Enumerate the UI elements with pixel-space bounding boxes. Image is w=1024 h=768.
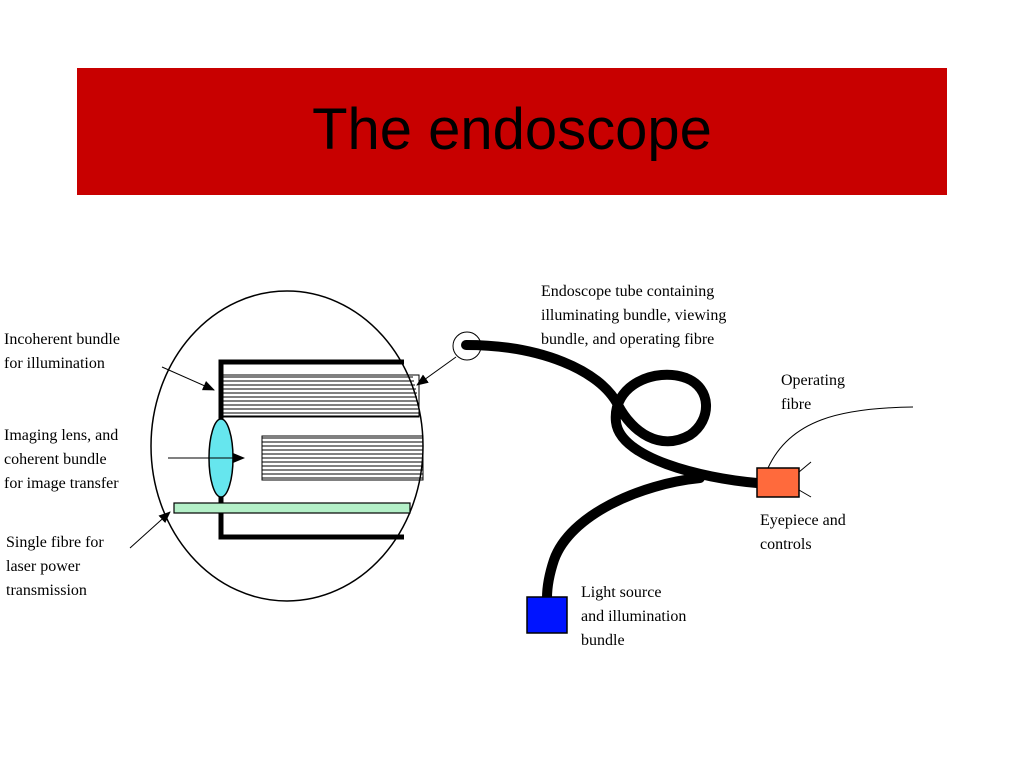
illumination-branch — [542, 473, 705, 603]
pointer-incoherent — [161, 366, 215, 391]
title-bar: The endoscope — [77, 68, 947, 195]
label-incoherent-bundle: Incoherent bundle for illumination — [4, 331, 120, 372]
light-source-box — [526, 596, 568, 634]
endoscope-overview — [416, 331, 914, 634]
endoscope-tube — [461, 340, 762, 488]
label-imaging-lens: Imaging lens, and coherent bundle for im… — [4, 427, 119, 492]
operating-fibre-line — [767, 406, 914, 469]
label-eyepiece: Eyepiece and controls — [760, 512, 846, 553]
label-single-fibre: Single fibre for laser power transmissio… — [6, 534, 104, 599]
eyepiece-box — [756, 467, 800, 498]
slide-title: The endoscope — [312, 97, 712, 162]
laser-fibre — [173, 502, 411, 514]
pointer-fibre — [129, 511, 171, 549]
pointer-tube — [416, 356, 457, 386]
magnified-tip-view — [129, 290, 424, 602]
coherent-bundle-hatch — [262, 437, 423, 479]
label-endoscope-tube: Endoscope tube containing illuminating b… — [541, 283, 727, 348]
label-operating-fibre: Operating fibre — [781, 372, 845, 413]
illumination-bundle-hatch — [223, 376, 419, 417]
label-light-source: Light source and illumination bundle — [581, 584, 687, 649]
